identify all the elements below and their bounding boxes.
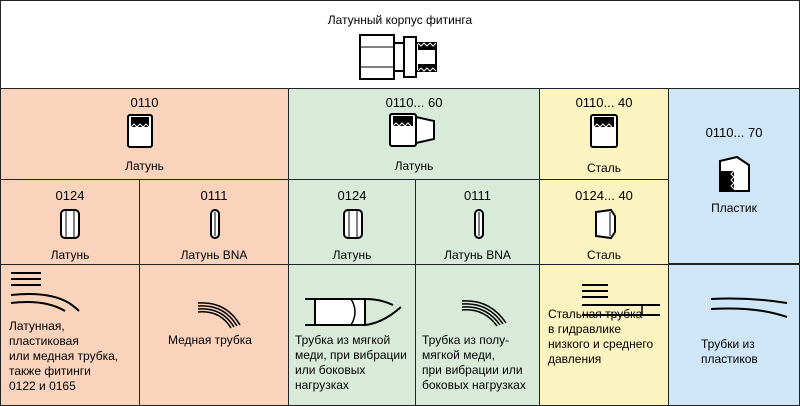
brass60-sub-0111-cell: 0111 Латунь BNA (415, 179, 540, 265)
brass-code: 0110 (130, 95, 159, 110)
plastic-tube-icon (710, 297, 788, 318)
steel-sub-material: Сталь (587, 248, 621, 262)
bna-ring-icon (474, 209, 484, 239)
brass-tube-cell: Латунная, пластиковая или медная трубка,… (0, 264, 140, 406)
brass-sub-0111-cell: 0111 Латунь BNA (139, 179, 289, 265)
ring-icon (60, 209, 80, 239)
header-title: Латунный корпус фитинга (327, 13, 473, 27)
steel-tube-label: Стальная трубка в гидравлике низкого и с… (548, 307, 654, 366)
steel-ring-icon (595, 208, 616, 240)
plastic-material: Пластик (711, 201, 757, 215)
brass-sub-0111-code: 0111 (200, 188, 228, 203)
brass-tube-label: Латунная, пластиковая или медная трубка,… (9, 319, 119, 393)
plastic-code: 0110... 70 (705, 125, 763, 140)
plastic-code-cell: 0110... 70 Пластик (668, 88, 800, 264)
semisoft-coil-icon (461, 300, 507, 327)
steel-sub-code: 0124... 40 (575, 188, 633, 203)
brass60-sub-0124-code: 0124 (337, 188, 367, 203)
brass60-code: 0110... 60 (385, 95, 443, 110)
steel-tube-cell: Стальная трубка в гидравлике низкого и с… (539, 264, 669, 406)
plastic-fitting-icon (719, 155, 750, 192)
semisoft-copper-tube-label: Трубка из полу- мягкой меди, при вибраци… (422, 333, 526, 392)
brass-code-cell: 0110 Латунь (0, 88, 289, 180)
steel-nut-icon (590, 114, 618, 148)
ring-icon (343, 209, 363, 239)
steel-code: 0110... 40 (575, 95, 633, 110)
brass60-sub-0124-material: Латунь (332, 248, 372, 262)
brass60-code-cell: 0110... 60 Латунь (288, 88, 540, 180)
steel-code-cell: 0110... 40 Сталь (539, 88, 669, 180)
brass-sub-0124-cell: 0124 Латунь (0, 179, 140, 265)
brass60-sub-0111-code: 0111 (464, 188, 491, 203)
brass-material: Латунь (125, 159, 164, 173)
brass60-sub-0124-cell: 0124 Латунь (288, 179, 416, 265)
plastic-tube-cell: Трубки из пластиков (668, 264, 800, 406)
plastic-tube-label: Трубки из пластиков (701, 337, 758, 366)
brass-sub-0124-code: 0124 (55, 188, 85, 203)
copper-tube-label: Медная трубка (168, 333, 252, 347)
bna-ring-icon (210, 209, 220, 239)
copper-tube-cell: Медная трубка (139, 264, 289, 406)
header-cell: Латунный корпус фитинга (0, 0, 800, 89)
copper-coil-icon (197, 302, 241, 329)
brass60-sub-0111-material: Латунь BNA (444, 248, 511, 262)
steel-material: Сталь (587, 161, 621, 175)
steel-tube-icon (582, 284, 660, 316)
brass60-material: Латунь (394, 159, 434, 173)
soft-tube-icon (305, 298, 402, 326)
brass-sub-0111-material: Латунь BNA (180, 248, 248, 262)
semisoft-copper-tube-cell: Трубка из полу- мягкой меди, при вибраци… (415, 264, 540, 406)
brass-sub-0124-material: Латунь (50, 248, 90, 262)
long-nut-icon (389, 113, 435, 147)
nut-icon (127, 114, 153, 148)
steel-sub-cell: 0124... 40 Сталь (539, 179, 669, 265)
soft-copper-tube-label: Трубка из мягкой меди, при вибрации или … (295, 333, 407, 392)
fitting-body-icon (359, 34, 437, 80)
tube-icon (10, 272, 80, 312)
soft-copper-tube-cell: Трубка из мягкой меди, при вибрации или … (288, 264, 416, 406)
